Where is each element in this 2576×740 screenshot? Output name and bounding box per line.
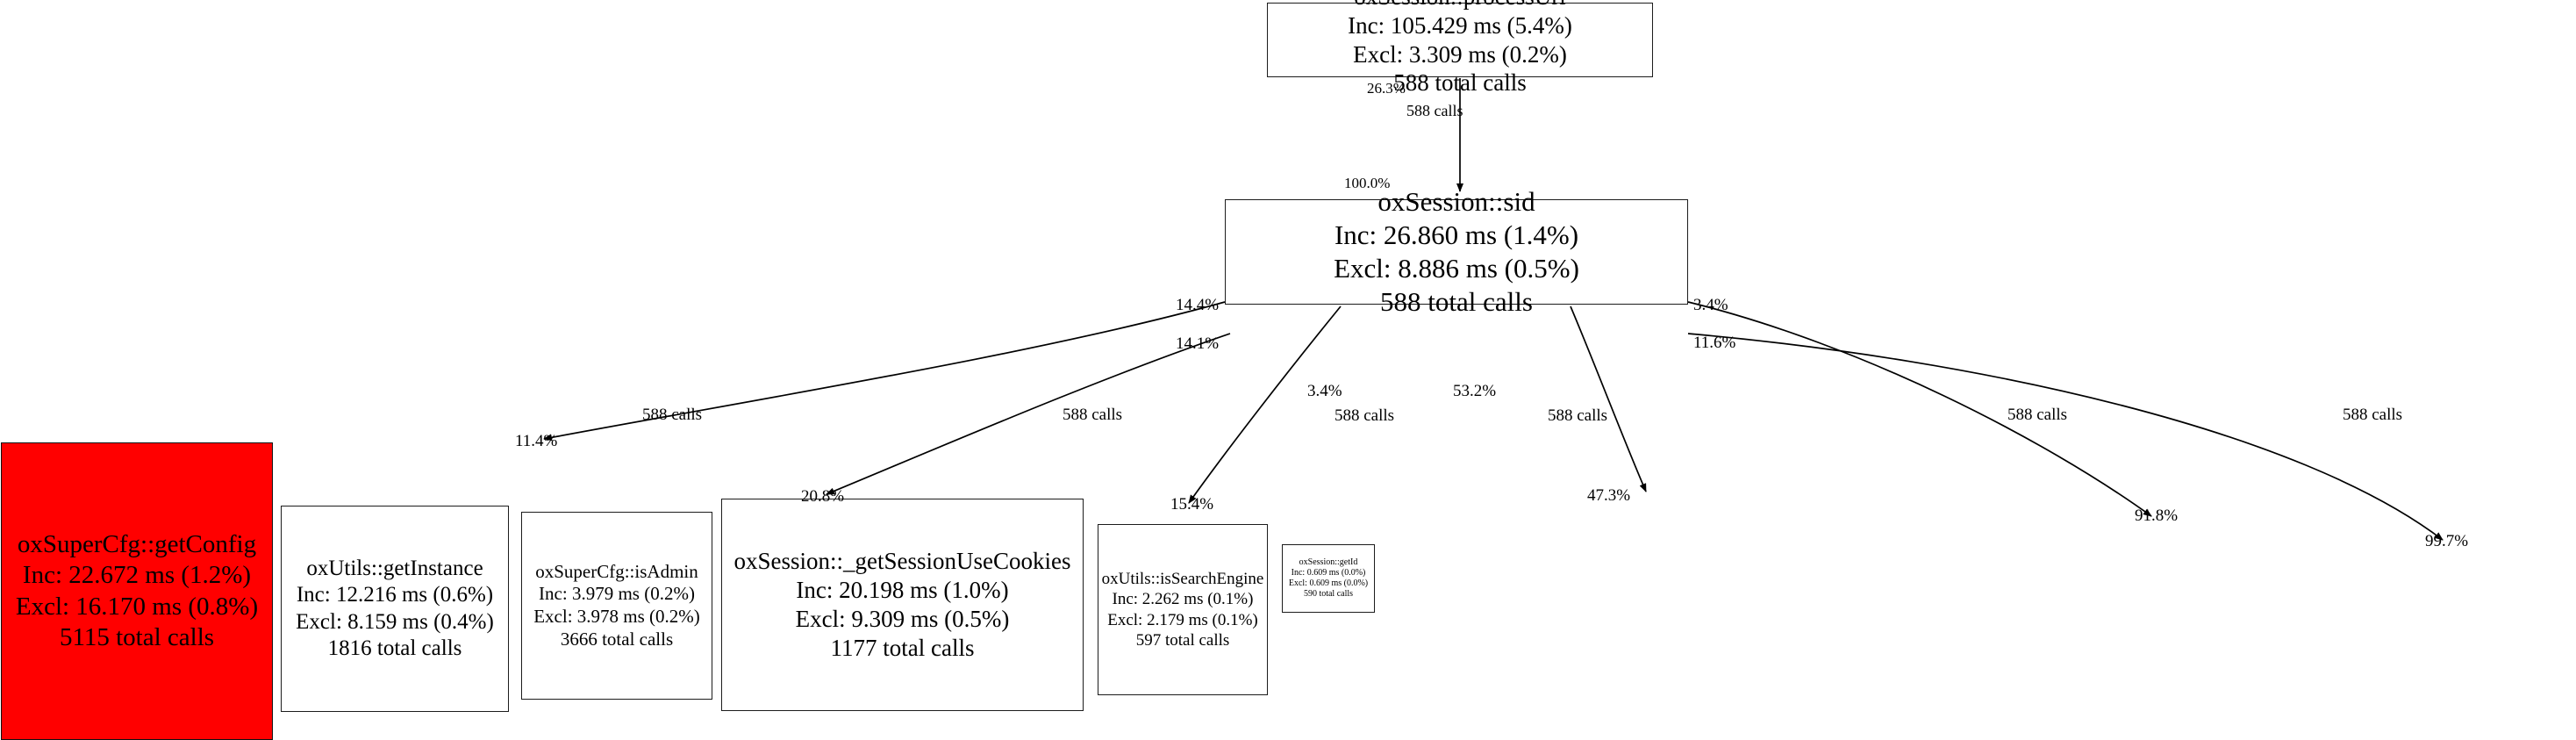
edge-label-sid-isSearchEngine-tail: 3.4% xyxy=(1693,296,1728,314)
edge-label-sid-getConfig-head: 11.4% xyxy=(515,432,558,450)
node-isAdmin-exclusive: Excl: 3.978 ms (0.2%) xyxy=(533,606,700,627)
node-getId-calls: 590 total calls xyxy=(1303,589,1354,600)
edge-label-sid-getInstance-tail: 14.1% xyxy=(1176,334,1220,353)
node-isAdmin-calls: 3666 total calls xyxy=(560,628,674,650)
edge-label-sid-isAdmin-head: 15.4% xyxy=(1170,495,1214,514)
node-getSessionUseCookies[interactable]: oxSession::_getSessionUseCookies Inc: 20… xyxy=(721,499,1084,711)
node-processUrl-inclusive: Inc: 105.429 ms (5.4%) xyxy=(1348,11,1572,39)
node-isSearchEngine-calls: 597 total calls xyxy=(1135,630,1230,650)
node-sid-calls: 588 total calls xyxy=(1380,285,1533,317)
edge-sid-isSearchEngine xyxy=(1687,301,2152,517)
node-getConfig-calls: 5115 total calls xyxy=(59,622,215,651)
edge-label-sid-getSessionUseCookies-head: 47.3% xyxy=(1587,486,1631,505)
edge-label-sid-isAdmin-calls: 588 calls xyxy=(1335,406,1395,425)
node-getInstance[interactable]: oxUtils::getInstance Inc: 12.216 ms (0.6… xyxy=(281,506,509,712)
edge-label-sid-getId-calls: 588 calls xyxy=(2343,406,2403,424)
edge-label-sid-isAdmin-tail: 3.4% xyxy=(1307,382,1342,400)
node-isSearchEngine-exclusive: Excl: 2.179 ms (0.1%) xyxy=(1107,610,1258,629)
node-getInstance-inclusive: Inc: 12.216 ms (0.6%) xyxy=(296,583,494,607)
node-isAdmin-inclusive: Inc: 3.979 ms (0.2%) xyxy=(539,583,695,605)
node-getInstance-function: oxUtils::getInstance xyxy=(306,556,483,580)
node-getId[interactable]: oxSession::getId Inc: 0.609 ms (0.0%) Ex… xyxy=(1282,544,1375,613)
node-getId-exclusive: Excl: 0.609 ms (0.0%) xyxy=(1288,578,1369,588)
node-getConfig-exclusive: Excl: 16.170 ms (0.8%) xyxy=(15,592,259,621)
node-getSessionUseCookies-inclusive: Inc: 20.198 ms (1.0%) xyxy=(796,577,1009,604)
node-getInstance-exclusive: Excl: 8.159 ms (0.4%) xyxy=(296,609,494,634)
node-isAdmin-function: oxSuperCfg::isAdmin xyxy=(535,560,698,582)
node-getConfig-inclusive: Inc: 22.672 ms (1.2%) xyxy=(22,561,252,590)
edge-label-processUrl-sid-head: 100.0% xyxy=(1344,175,1391,191)
node-getSessionUseCookies-function: oxSession::_getSessionUseCookies xyxy=(733,548,1071,575)
edge-sid-getInstance xyxy=(826,333,1231,495)
node-getId-inclusive: Inc: 0.609 ms (0.0%) xyxy=(1291,567,1366,578)
node-isSearchEngine-function: oxUtils::isSearchEngine xyxy=(1101,570,1264,589)
edge-label-processUrl-sid-tail: 26.3% xyxy=(1367,80,1406,97)
edge-label-sid-getConfig-calls: 588 calls xyxy=(642,406,703,424)
node-getId-function: oxSession::getId xyxy=(1299,557,1358,567)
node-isAdmin[interactable]: oxSuperCfg::isAdmin Inc: 3.979 ms (0.2%)… xyxy=(521,512,712,700)
edge-label-sid-isSearchEngine-head: 91.8% xyxy=(2135,507,2179,525)
edge-label-sid-getSessionUseCookies-tail: 53.2% xyxy=(1453,382,1497,400)
edge-label-sid-getSessionUseCookies-calls: 588 calls xyxy=(1548,406,1608,425)
edge-sid-getId xyxy=(1687,333,2444,541)
node-processUrl-exclusive: Excl: 3.309 ms (0.2%) xyxy=(1353,40,1567,68)
node-getSessionUseCookies-calls: 1177 total calls xyxy=(830,634,975,661)
edge-label-processUrl-sid-calls: 588 calls xyxy=(1406,102,1463,119)
node-getInstance-calls: 1816 total calls xyxy=(327,636,462,660)
edge-label-sid-getConfig-tail: 14.4% xyxy=(1176,296,1220,314)
node-sid[interactable]: oxSession::sid Inc: 26.860 ms (1.4%) Exc… xyxy=(1225,186,1688,317)
node-sid-inclusive: Inc: 26.860 ms (1.4%) xyxy=(1334,219,1579,251)
edge-label-sid-getInstance-calls: 588 calls xyxy=(1063,406,1123,424)
edge-label-sid-getInstance-head: 20.8% xyxy=(801,487,845,506)
node-isSearchEngine-inclusive: Inc: 2.262 ms (0.1%) xyxy=(1112,590,1254,609)
node-getSessionUseCookies-exclusive: Excl: 9.309 ms (0.5%) xyxy=(795,606,1010,632)
edge-sid-getSessionUseCookies xyxy=(1570,305,1647,492)
node-getConfig-function: oxSuperCfg::getConfig xyxy=(17,529,257,558)
node-processUrl-function: oxSession::processUrl xyxy=(1354,0,1565,11)
edge-label-sid-isSearchEngine-calls: 588 calls xyxy=(2007,406,2068,424)
node-sid-exclusive: Excl: 8.886 ms (0.5%) xyxy=(1334,253,1579,284)
node-sid-function: oxSession::sid xyxy=(1377,186,1535,218)
edge-label-sid-getId-head: 99.7% xyxy=(2425,532,2469,550)
node-getConfig[interactable]: oxSuperCfg::getConfig Inc: 22.672 ms (1.… xyxy=(1,442,273,740)
node-processUrl[interactable]: oxSession::processUrl Inc: 105.429 ms (5… xyxy=(1267,0,1653,96)
node-isSearchEngine[interactable]: oxUtils::isSearchEngine Inc: 2.262 ms (0… xyxy=(1098,524,1268,695)
edge-label-sid-getId-tail: 11.6% xyxy=(1693,334,1736,352)
node-processUrl-calls: 588 total calls xyxy=(1393,69,1527,97)
